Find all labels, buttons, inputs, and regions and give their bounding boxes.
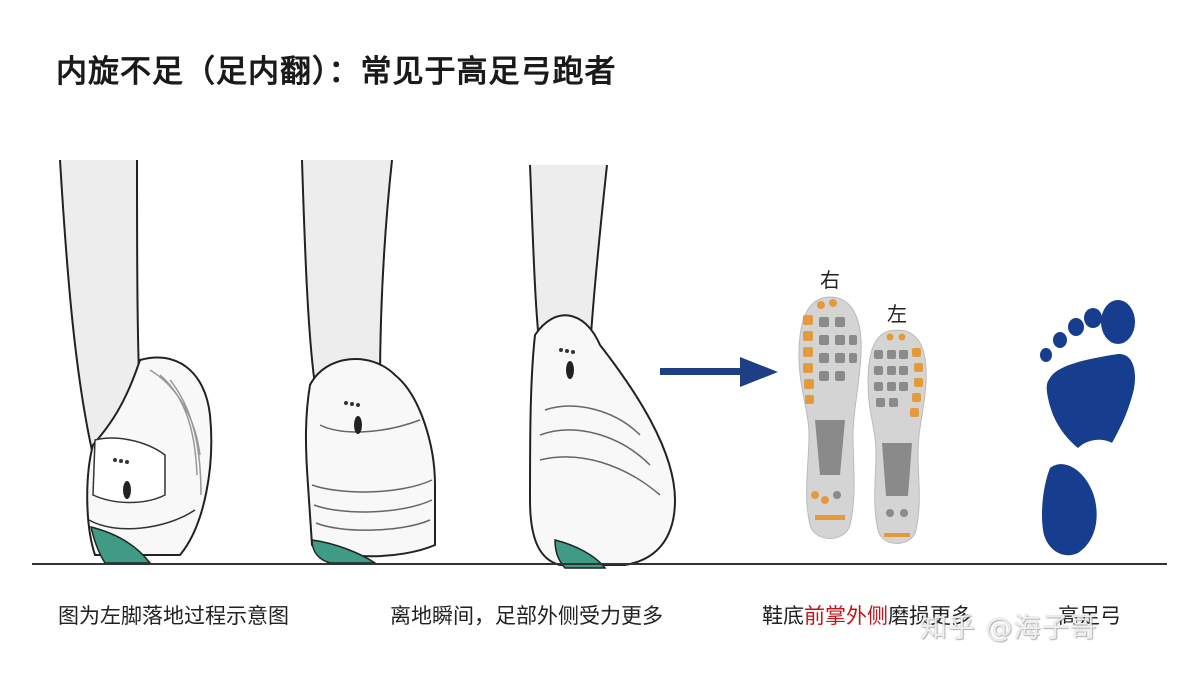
direction-arrow-icon <box>660 357 778 387</box>
caption-sole-wear-pre: 鞋底 <box>762 604 804 628</box>
caption-sole-wear-highlight: 前掌外侧 <box>804 604 888 628</box>
shoe-illustration-1 <box>59 159 213 564</box>
shoe-illustration-3 <box>528 164 677 569</box>
page-title: 内旋不足（足内翻）：常见于高足弓跑者 <box>56 54 617 90</box>
caption-high-arch: 高足弓 <box>1058 604 1121 628</box>
caption-landing-process: 图为左脚落地过程示意图 <box>58 604 289 628</box>
ground-line <box>32 563 1167 565</box>
caption-sole-wear: 鞋底前掌外侧磨损更多 <box>762 600 972 630</box>
left-sole-label: 左 <box>887 302 907 326</box>
high-arch-footprint-icon <box>1040 300 1136 556</box>
shoe-illustration-2 <box>301 159 436 564</box>
watermark: 知乎 @海子哥 <box>920 613 1098 644</box>
caption-sole-wear-post: 磨损更多 <box>888 604 972 628</box>
caption-toe-off: 离地瞬间，足部外侧受力更多 <box>390 604 663 628</box>
left-sole-illustration <box>867 329 927 544</box>
right-sole-illustration <box>798 296 862 539</box>
right-sole-label: 右 <box>820 268 840 292</box>
